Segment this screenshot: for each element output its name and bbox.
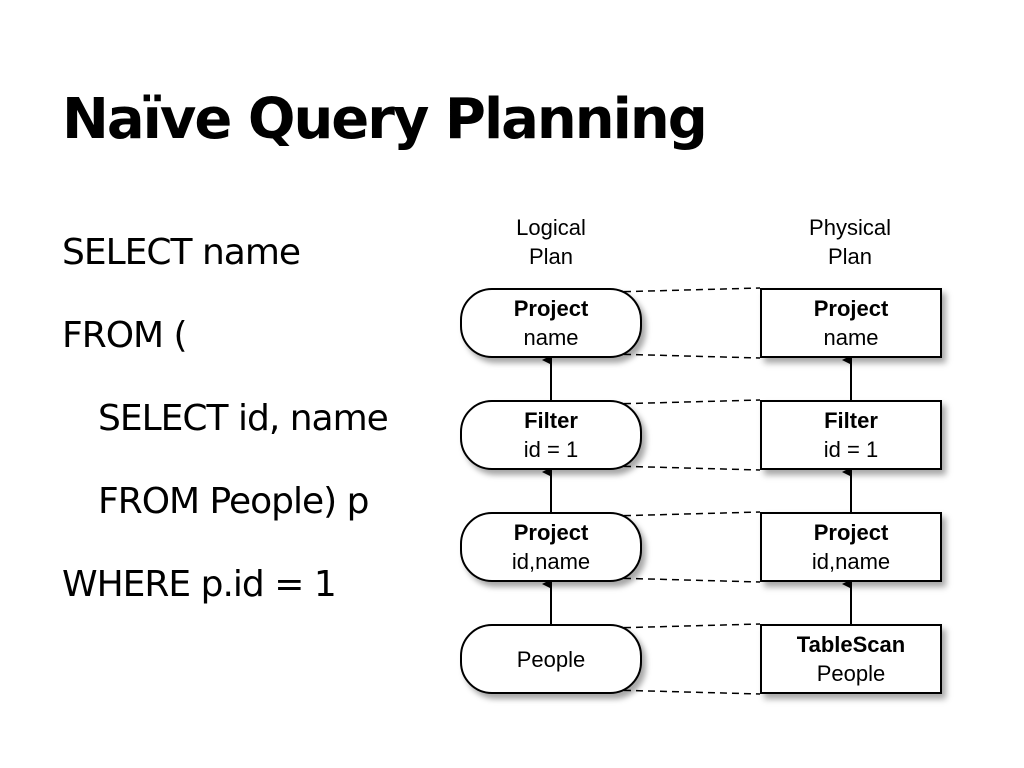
node-arg: name	[523, 325, 579, 350]
physical-node-project-id-name: Project id,name	[760, 512, 942, 582]
node-arg: id,name	[511, 549, 591, 574]
logical-node-project-name: Project name	[460, 288, 642, 358]
node-op: Project	[513, 296, 589, 321]
node-op: Project	[813, 296, 889, 321]
node-arg: id = 1	[823, 437, 879, 462]
correspondence-line	[611, 287, 761, 293]
node-arg: name	[823, 325, 879, 350]
node-op: TableScan	[796, 632, 906, 657]
logical-node-filter: Filter id = 1	[460, 400, 642, 470]
slide-title: Naïve Query Planning	[62, 87, 708, 152]
physical-plan-header: Physical Plan	[770, 213, 930, 271]
node-arg: id,name	[811, 549, 891, 574]
node-op: Project	[513, 520, 589, 545]
physical-header-line: Plan	[827, 244, 873, 269]
physical-node-project-name: Project name	[760, 288, 942, 358]
node-op: Project	[813, 520, 889, 545]
correspondence-line	[611, 399, 761, 405]
physical-header-line: Physical	[809, 215, 891, 240]
logical-node-project-id-name: Project id,name	[460, 512, 642, 582]
node-op: Filter	[824, 408, 878, 433]
sql-line: FROM People) p	[98, 481, 370, 522]
sql-line: SELECT id, name	[98, 398, 389, 439]
correspondence-line	[611, 465, 761, 471]
physical-node-filter: Filter id = 1	[760, 400, 942, 470]
correspondence-line	[611, 689, 761, 695]
correspondence-line	[611, 577, 761, 583]
correspondence-line	[611, 623, 761, 629]
logical-plan-header: Logical Plan	[471, 213, 631, 271]
node-arg: People	[516, 646, 586, 672]
correspondence-line	[611, 511, 761, 517]
node-op: Filter	[524, 408, 578, 433]
node-arg: People	[816, 661, 886, 686]
sql-line: SELECT name	[62, 232, 301, 273]
sql-line: WHERE p.id = 1	[62, 564, 337, 605]
node-arg: id = 1	[523, 437, 579, 462]
logical-header-line: Plan	[528, 244, 574, 269]
sql-line: FROM (	[62, 315, 188, 356]
logical-header-line: Logical	[516, 215, 586, 240]
correspondence-line	[611, 353, 761, 359]
physical-node-tablescan: TableScan People	[760, 624, 942, 694]
logical-node-people: People	[460, 624, 642, 694]
